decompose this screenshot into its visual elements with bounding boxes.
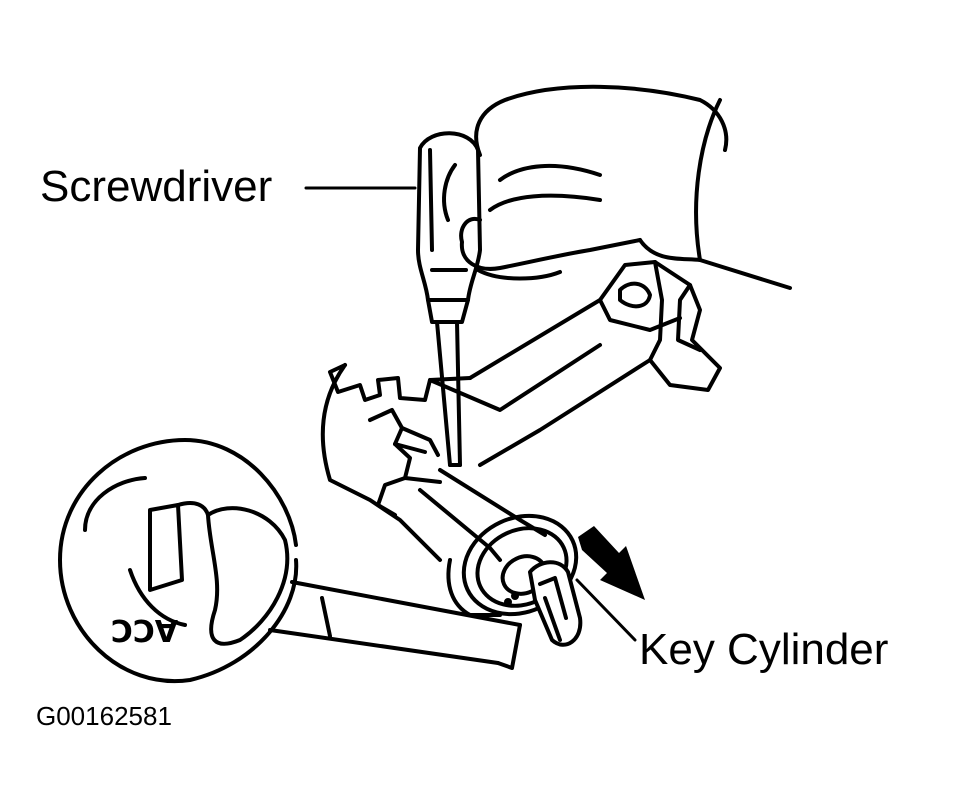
key-cylinder-label: Key Cylinder	[639, 625, 889, 674]
key-cylinder-leader	[575, 578, 637, 642]
figure-id: G00162581	[36, 701, 172, 731]
hand	[442, 84, 792, 290]
screwdriver-label: Screwdriver	[40, 162, 273, 211]
ignition-housing	[320, 260, 722, 617]
key	[528, 560, 583, 647]
acc-inscription: ACC	[111, 612, 178, 647]
removal-arrow	[578, 526, 645, 600]
detail-inset	[58, 438, 522, 684]
screwdriver	[416, 131, 482, 467]
leader-lines	[304, 186, 637, 642]
